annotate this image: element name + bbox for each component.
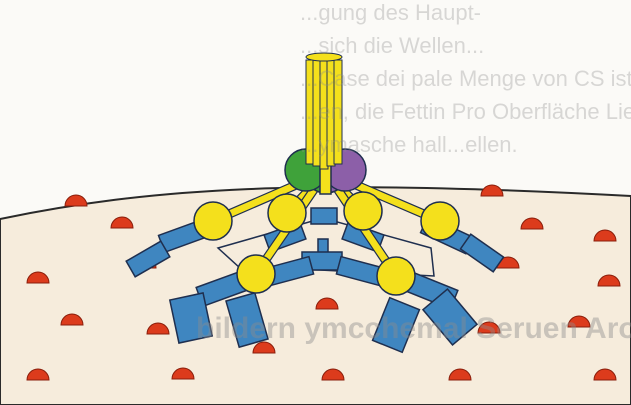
bleed-line-3: ...Case dei pale Menge von CS ist...	[300, 62, 631, 95]
yellow-knob	[194, 202, 232, 240]
yellow-knob	[268, 194, 306, 232]
bleed-line-1: ...gung des Haupt-	[300, 0, 631, 29]
yellow-knob	[237, 255, 275, 293]
yellow-knob	[421, 202, 459, 240]
surface-dot	[481, 185, 503, 196]
bleed-line-2: ...sich die Wellen...	[300, 29, 631, 62]
bleed-line-4: ...en, die Fettin Pro Oberfläche Lieser	[300, 95, 631, 128]
yellow-knob	[344, 192, 382, 230]
bleed-line-5: ...ymasche hall...ellen.	[300, 128, 631, 161]
bleed-through-text-bottom: bildern ymcchemal Seruen Aron	[0, 312, 631, 346]
yellow-knob	[377, 257, 415, 295]
bleed-through-text-top: ...gung des Haupt- ...sich die Wellen...…	[0, 0, 631, 161]
surface-dot	[65, 195, 87, 206]
